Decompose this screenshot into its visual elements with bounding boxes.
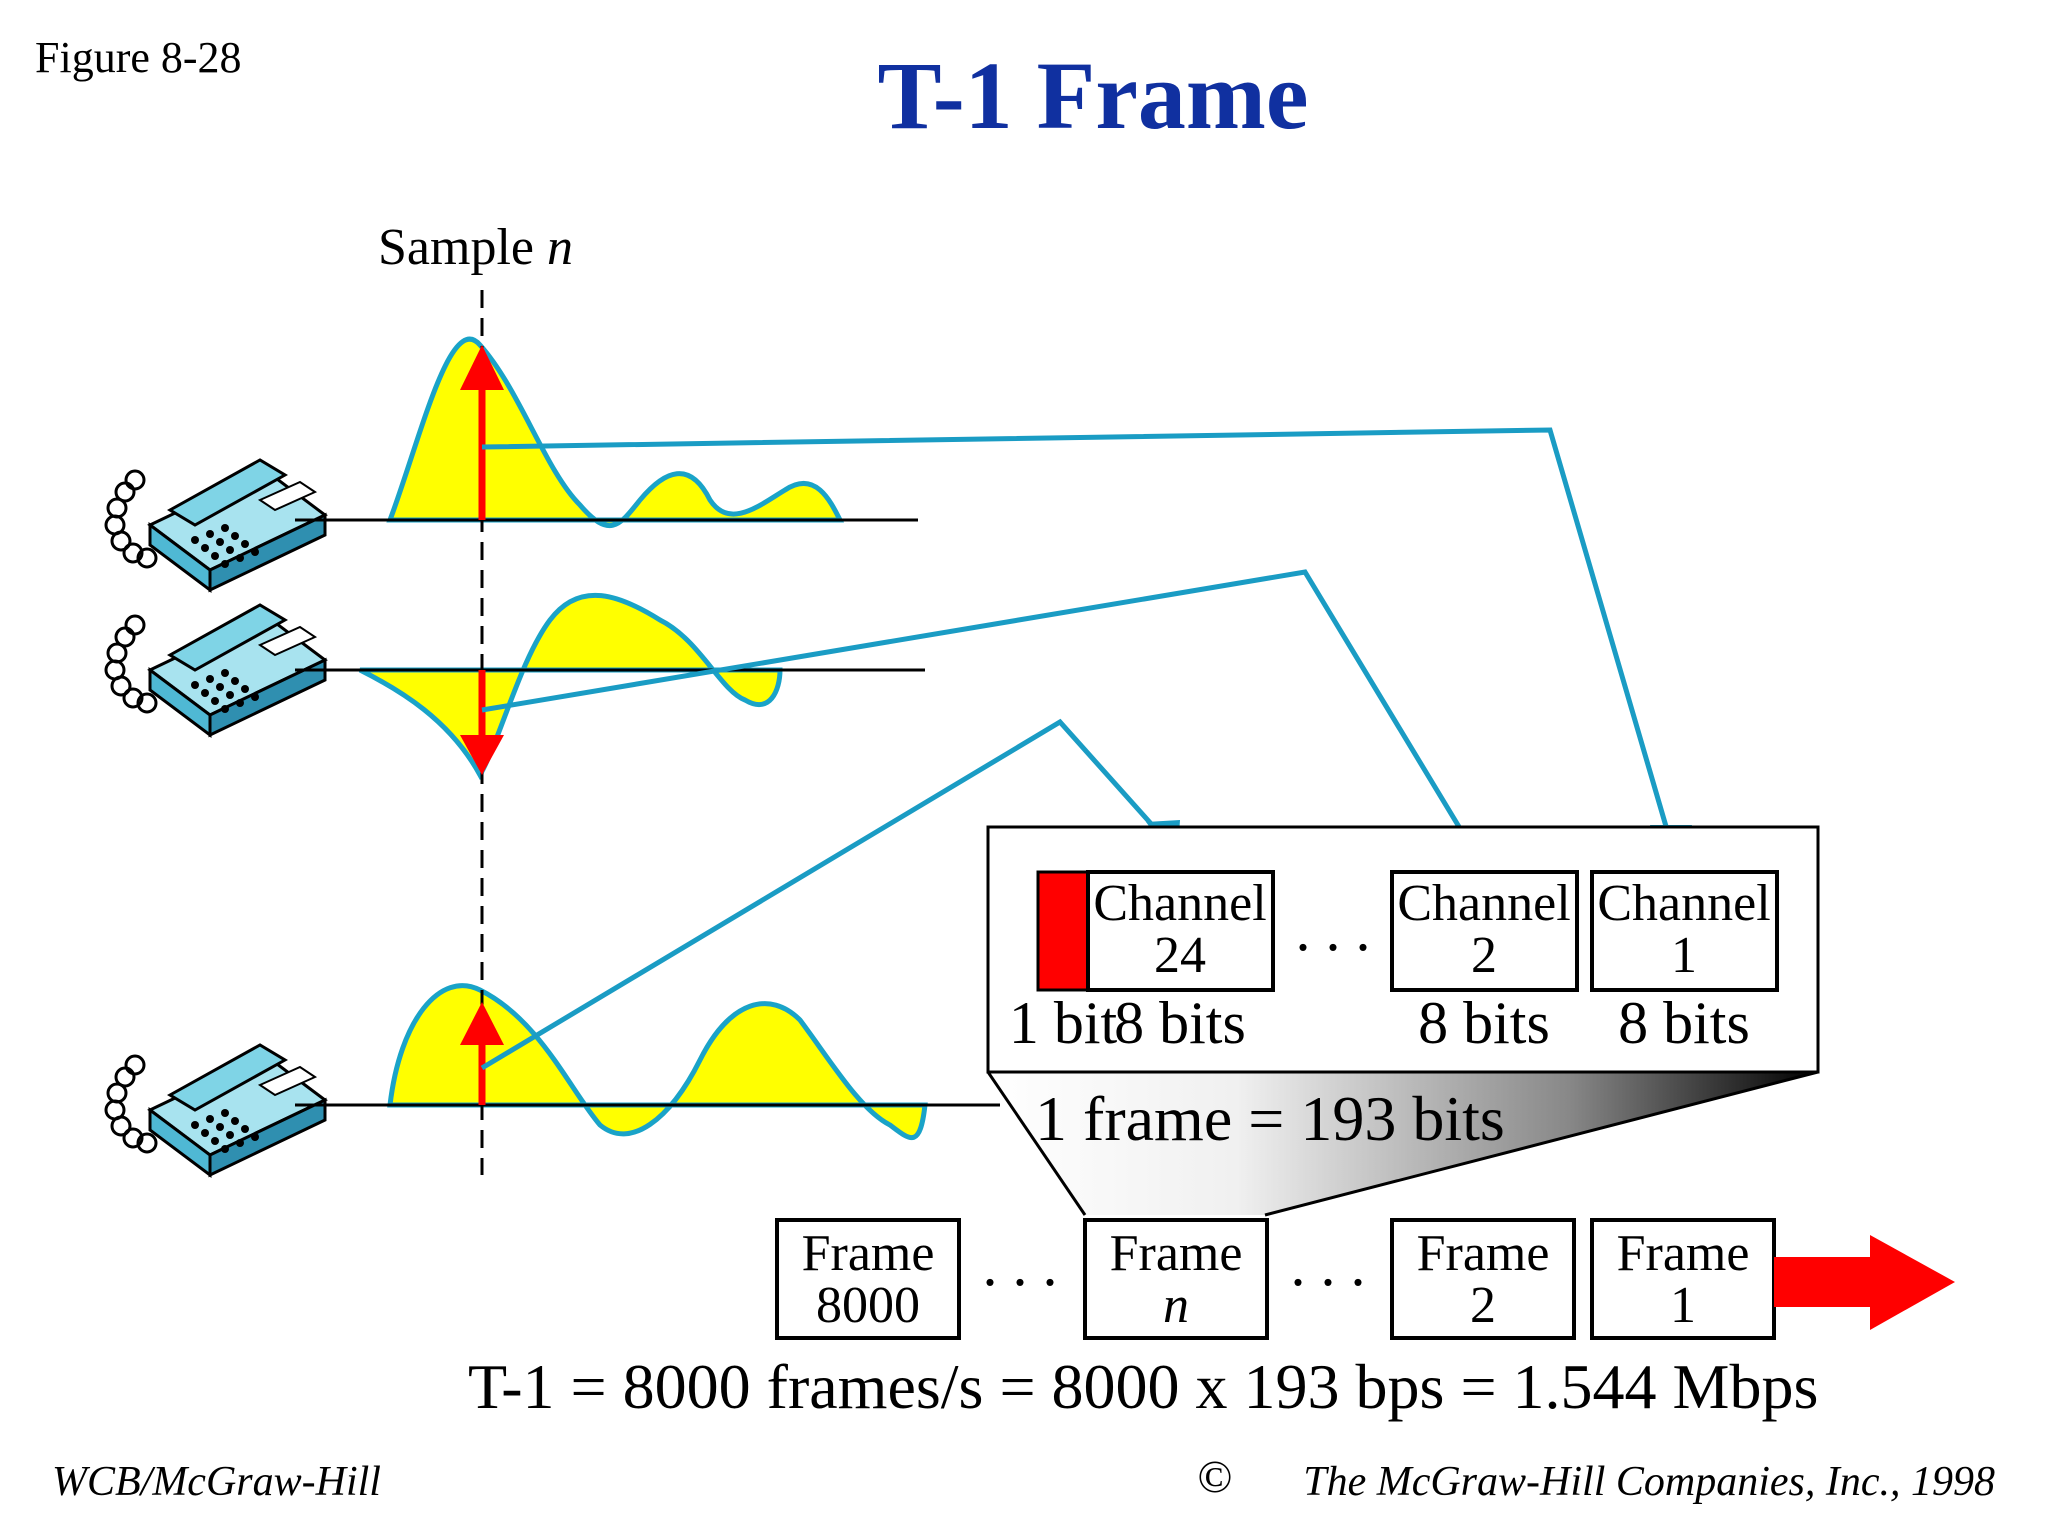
frame-2: Frame 2 [1390, 1218, 1576, 1340]
transmission-arrow-icon [1774, 1235, 1955, 1330]
figure-label: Figure 8-28 [35, 33, 242, 82]
svg-text:n: n [1163, 1277, 1189, 1334]
connector-channel-2 [481, 569, 1473, 847]
svg-text:1: 1 [1670, 1277, 1696, 1334]
channel-1-slot: Channel 1 [1590, 870, 1779, 992]
footer-publisher: WCB/McGraw-Hill [52, 1459, 381, 1505]
svg-text:Frame: Frame [802, 1225, 935, 1282]
channel-24-bits: 8 bits [1114, 990, 1246, 1056]
sample-arrows [460, 345, 504, 1105]
framing-bit-label: 1 bit [1009, 990, 1118, 1056]
footer-copyright: The McGraw-Hill Companies, Inc., 1998 [1303, 1459, 1995, 1505]
connector-channel-1 [481, 427, 1673, 841]
connector-channel-24 [480, 718, 1172, 1071]
zoom-gradient-wedge [988, 1072, 1818, 1215]
svg-text:Frame: Frame [1110, 1225, 1243, 1282]
page-title: T-1 Frame [877, 42, 1308, 149]
waveform-channel-3 [295, 983, 1000, 1140]
frame-1: Frame 1 [1590, 1218, 1776, 1340]
sample-arrow-head-1 [460, 345, 504, 390]
svg-text:2: 2 [1470, 1277, 1496, 1334]
channel-label: Channel [1597, 875, 1770, 932]
copyright-icon: © [1198, 1451, 1233, 1502]
svg-text:Frame: Frame [1617, 1225, 1750, 1282]
t1-rate-formula: T-1 = 8000 frames/s = 8000 x 193 bps = 1… [468, 1351, 1818, 1422]
channel-ellipsis: . . . [1296, 897, 1371, 963]
svg-text:8000: 8000 [816, 1277, 920, 1334]
channel-label: Channel [1397, 875, 1570, 932]
telephone-icon-2 [104, 603, 327, 737]
frame-size-label: 1 frame = 193 bits [1035, 1083, 1505, 1154]
svg-text:Frame: Frame [1417, 1225, 1550, 1282]
framing-bit [1036, 870, 1090, 992]
waveform-channel-2 [295, 592, 925, 781]
channel-24-slot: Channel 24 [1086, 870, 1275, 992]
waveform-channel-1 [295, 336, 918, 529]
frame-ellipsis-right: . . . [1291, 1232, 1366, 1298]
channel-1-bits: 8 bits [1618, 990, 1750, 1056]
frame-8000: Frame 8000 [775, 1218, 961, 1340]
channel-label: Channel [1093, 875, 1266, 932]
channel-number: 1 [1671, 927, 1697, 984]
frame-n: Frame n [1083, 1218, 1269, 1340]
channel-2-slot: Channel 2 [1390, 870, 1579, 992]
sample-arrow-head-3 [460, 1002, 504, 1045]
sample-label: Sample n [378, 219, 573, 276]
channel-connectors [480, 427, 1673, 1071]
channel-2-bits: 8 bits [1418, 990, 1550, 1056]
telephone-icon-1 [104, 458, 327, 592]
sample-arrow-head-2 [460, 735, 504, 775]
telephone-icon-3 [104, 1043, 327, 1177]
channel-number: 24 [1154, 927, 1206, 984]
channel-number: 2 [1471, 927, 1497, 984]
frame-ellipsis-left: . . . [983, 1232, 1058, 1298]
